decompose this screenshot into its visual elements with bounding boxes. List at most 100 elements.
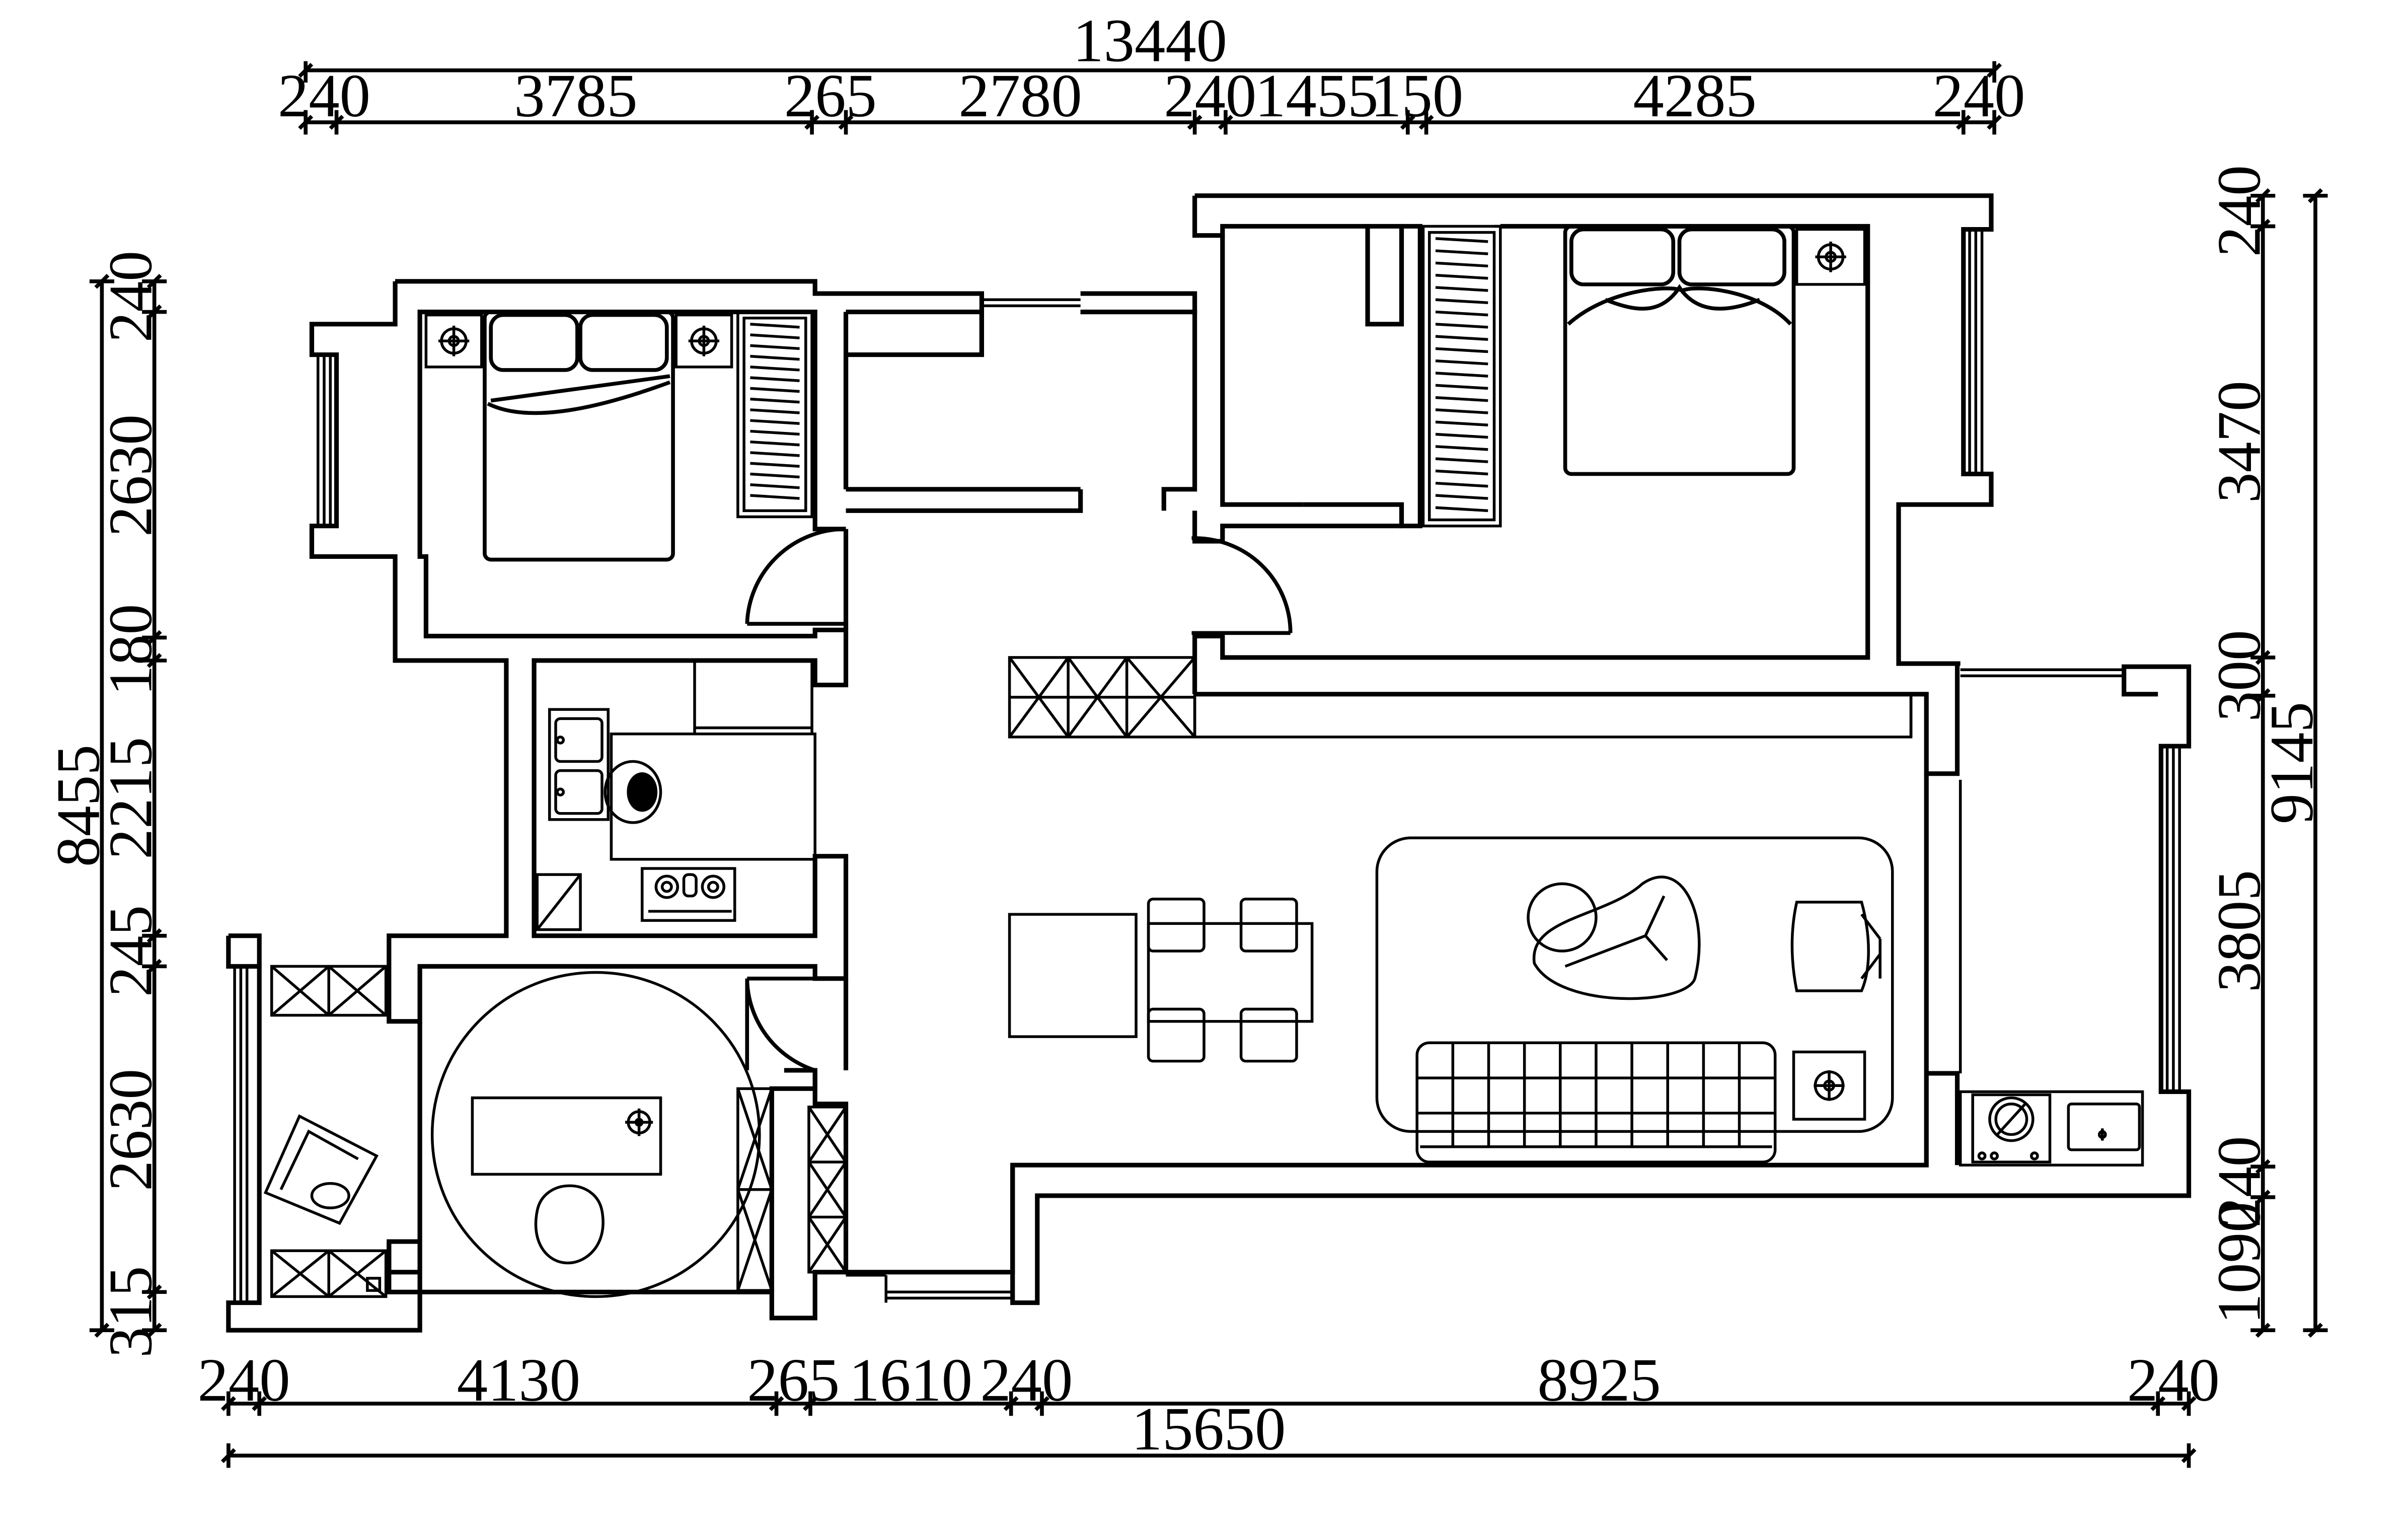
- dim-top-total: 13440: [1073, 7, 1227, 75]
- lounge-chair: [263, 1114, 379, 1225]
- doors: [745, 527, 1293, 1072]
- windows: [233, 225, 2181, 1303]
- dim-left-5: 2630: [97, 1069, 165, 1191]
- dim-bottom-3: 1610: [849, 1346, 972, 1414]
- hanger-slat: [750, 462, 800, 468]
- bedroom-right: [1421, 224, 1866, 528]
- dim-right-2: 300: [2205, 630, 2274, 721]
- double-bed-left: [483, 310, 675, 562]
- hanger-slat: [1435, 286, 1488, 292]
- hanger-slat: [750, 387, 800, 393]
- hanger-slat: [1435, 432, 1488, 439]
- bedroom-left: [424, 310, 813, 562]
- hanger-slat: [750, 366, 800, 372]
- armchair: [1790, 901, 1882, 992]
- walls: [226, 193, 2192, 1333]
- dim-right-4: 240: [2205, 1136, 2274, 1228]
- dim-top-6: 150: [1371, 62, 1463, 129]
- hanger-slat: [1435, 310, 1488, 317]
- dim-top-7: 4285: [1633, 62, 1757, 129]
- dining-table: [1147, 922, 1314, 1023]
- kitchen: [536, 659, 816, 931]
- sofa: [1415, 1041, 1777, 1163]
- hanger-slat: [1435, 408, 1488, 414]
- hanger-slat: [750, 419, 800, 425]
- hanger-slat: [1435, 445, 1488, 451]
- hanger-slat: [750, 451, 800, 457]
- hanger-slat: [1435, 237, 1488, 243]
- hanger-slat: [1435, 506, 1488, 513]
- dim-right-3: 3805: [2205, 870, 2274, 992]
- balcony-cabinet-top: [270, 965, 388, 1017]
- hanger-slat: [750, 408, 800, 414]
- hanger-slat: [1435, 335, 1488, 341]
- hanger-slat: [750, 344, 800, 350]
- dimension-labels: 13440 240 3785 265 2780 240 1455 150 428…: [44, 7, 2326, 1463]
- dim-bottom-6: 240: [2127, 1346, 2220, 1414]
- dim-bottom-total: 15650: [1132, 1396, 1286, 1463]
- hanger-slat: [1435, 359, 1488, 366]
- hanger-slat: [750, 376, 800, 382]
- dim-right-5: 1090: [2205, 1202, 2274, 1324]
- dim-bottom-1: 4130: [457, 1346, 580, 1414]
- hanger-slat: [1435, 420, 1488, 427]
- double-sink: [548, 708, 610, 821]
- dim-bottom-0: 240: [198, 1346, 290, 1414]
- dim-left-3: 2215: [97, 737, 165, 859]
- dim-left-1: 2630: [97, 414, 165, 537]
- dim-bottom-5: 8925: [1537, 1346, 1661, 1414]
- hanger-slat: [1435, 323, 1488, 329]
- hanger-slat: [1435, 249, 1488, 255]
- hanger-slat: [1435, 273, 1488, 280]
- laundry-area: [1959, 1090, 2144, 1167]
- hanger-slat: [750, 354, 800, 361]
- dim-left-6: 315: [97, 1266, 165, 1358]
- dim-top-8: 240: [1932, 62, 2025, 129]
- dimension-lines: [89, 61, 2328, 1468]
- study-room: [430, 971, 848, 1298]
- double-bed-right: [1563, 224, 1796, 476]
- dim-right-1: 3470: [2205, 381, 2274, 503]
- dim-left-0: 240: [97, 251, 165, 342]
- dim-top-5: 1455: [1255, 62, 1378, 129]
- desk-chair: [534, 1184, 605, 1265]
- hanger-slat: [750, 494, 800, 500]
- hanger-slat: [750, 440, 800, 447]
- hanger-slat: [750, 397, 800, 404]
- dim-left-total: 8455: [44, 745, 113, 867]
- hanger-slat: [1435, 457, 1488, 463]
- balcony-cabinet-bottom: [270, 1249, 388, 1298]
- gas-stove: [640, 867, 736, 922]
- dining-area: [1008, 656, 1913, 1063]
- nightstand-lamp-right: [1795, 228, 1866, 286]
- living-area: [1375, 836, 1894, 1163]
- dim-top-1: 3785: [514, 62, 637, 129]
- dim-left-2: 180: [97, 604, 165, 696]
- hanger-slat: [1435, 494, 1488, 500]
- hanger-slat: [1435, 261, 1488, 268]
- wardrobe-left: [736, 310, 813, 519]
- hanger-slat: [1435, 384, 1488, 390]
- hanger-slat: [1435, 347, 1488, 353]
- hanger-slat: [750, 323, 800, 329]
- dim-top-0: 240: [278, 62, 370, 129]
- hanger-slat: [750, 429, 800, 436]
- dim-bottom-4: 240: [980, 1346, 1073, 1414]
- dim-top-2: 265: [784, 62, 877, 129]
- dim-left-4: 245: [97, 905, 165, 997]
- desk: [471, 1096, 662, 1176]
- dim-top-4: 240: [1164, 62, 1256, 129]
- coffee-table: [1527, 876, 1701, 1000]
- balcony-left: [263, 965, 388, 1298]
- dim-bottom-2: 265: [747, 1346, 840, 1414]
- wardrobe-right: [1421, 225, 1502, 528]
- hanger-slat: [750, 333, 800, 339]
- sideboard: [1008, 913, 1138, 1038]
- person-figure: [604, 760, 662, 824]
- hanger-slat: [1435, 298, 1488, 305]
- hanger-slat: [1435, 396, 1488, 402]
- nightstand-lamp-left-1: [424, 313, 483, 369]
- hanger-slat: [1435, 469, 1488, 476]
- dim-right-total: 9145: [2258, 702, 2326, 824]
- hanger-slat: [1435, 372, 1488, 378]
